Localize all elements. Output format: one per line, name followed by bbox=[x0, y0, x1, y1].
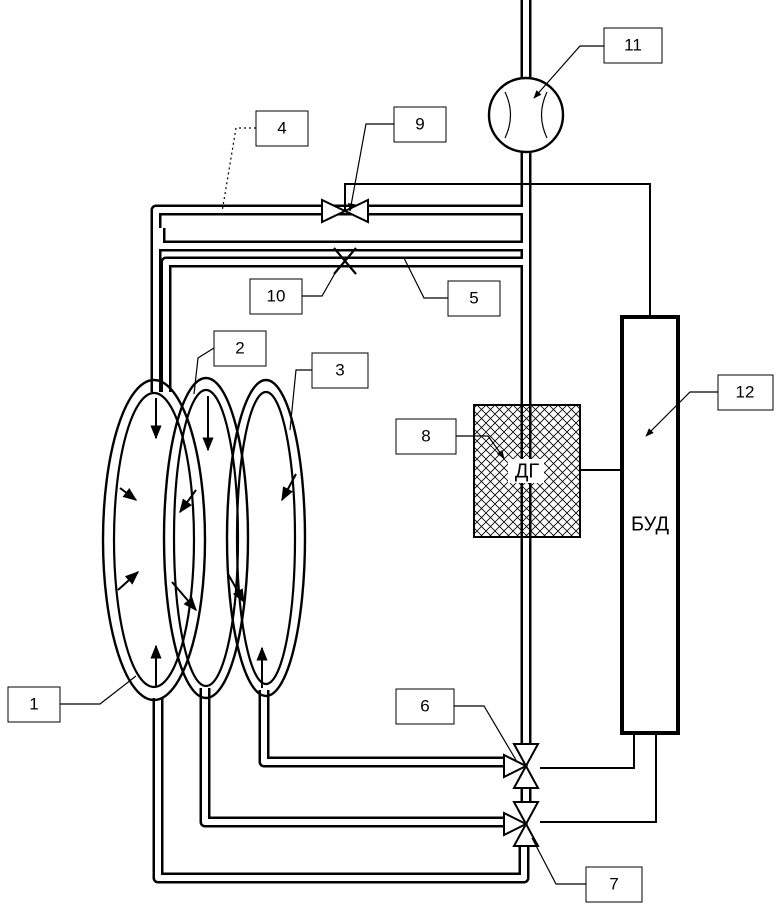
callout-9: 9 bbox=[394, 107, 446, 142]
valve-6 bbox=[504, 744, 538, 788]
callout-2: 2 bbox=[214, 331, 266, 366]
svg-text:2: 2 bbox=[235, 338, 244, 357]
svg-text:7: 7 bbox=[609, 874, 618, 893]
callout-3: 3 bbox=[312, 353, 368, 388]
pressure-gauge bbox=[489, 78, 563, 152]
ring-1 bbox=[103, 380, 205, 700]
pipe-ring3-valve6 bbox=[264, 690, 508, 762]
rings bbox=[103, 378, 305, 700]
svg-text:11: 11 bbox=[624, 35, 642, 54]
svg-text:12: 12 bbox=[736, 382, 755, 401]
gas-generator: ДГ bbox=[474, 405, 580, 537]
wire-valve6-control bbox=[540, 734, 634, 768]
callout-4: 4 bbox=[256, 111, 308, 146]
gas-generator-label: ДГ bbox=[515, 460, 540, 482]
control-unit-label: БУД bbox=[631, 513, 669, 535]
wire-valve7-control bbox=[540, 734, 656, 822]
callout-8: 8 bbox=[396, 419, 456, 454]
svg-text:10: 10 bbox=[267, 286, 286, 305]
pipes bbox=[156, 0, 526, 878]
svg-text:1: 1 bbox=[29, 694, 38, 713]
callout-7: 7 bbox=[586, 867, 642, 902]
callout-1: 1 bbox=[8, 687, 60, 722]
pipe-ring1-valve7 bbox=[158, 698, 524, 878]
svg-text:4: 4 bbox=[277, 118, 286, 137]
svg-text:5: 5 bbox=[469, 288, 478, 307]
control-unit: БУД bbox=[622, 317, 678, 733]
svg-text:9: 9 bbox=[415, 114, 424, 133]
svg-text:6: 6 bbox=[420, 696, 429, 715]
pipe-loop bbox=[160, 218, 526, 246]
pressure-arrows bbox=[118, 396, 296, 688]
callout-10: 10 bbox=[250, 279, 302, 314]
callout-5: 5 bbox=[448, 281, 500, 316]
callout-6: 6 bbox=[396, 689, 454, 724]
callout-11: 11 bbox=[604, 28, 662, 63]
pipe-ring2-valve7 bbox=[205, 688, 508, 822]
svg-text:8: 8 bbox=[421, 426, 430, 445]
svg-text:3: 3 bbox=[335, 360, 344, 379]
callout-12: 12 bbox=[718, 375, 773, 410]
